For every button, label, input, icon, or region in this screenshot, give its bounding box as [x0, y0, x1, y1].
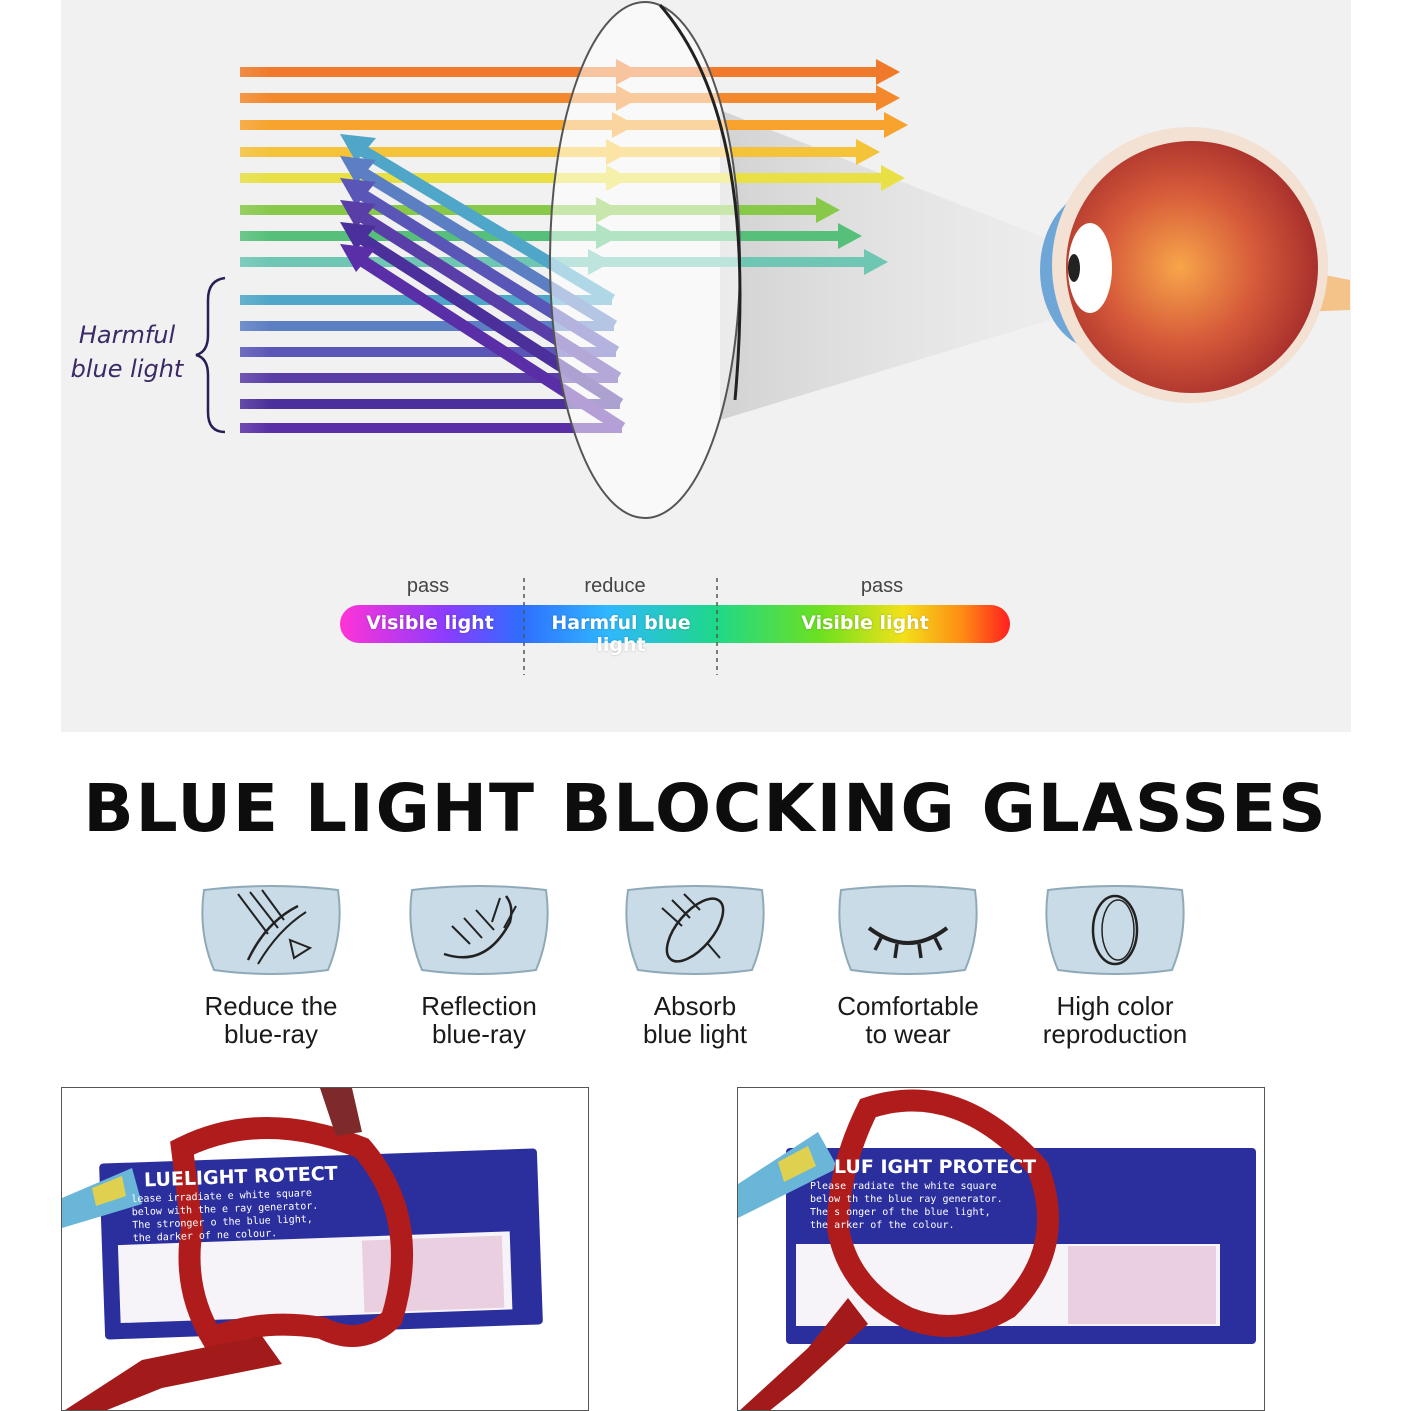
spectrum-label-reduce: reduce [584, 575, 646, 597]
absorb-lens-icon [625, 885, 765, 975]
card-instructions: lease irradiate e white square below wit… [131, 1187, 319, 1245]
feature-high-color-reproduction: High color reproduction [1010, 882, 1220, 1048]
reflection-lens-icon [409, 885, 549, 975]
feature-reduce-blue-ray: Reduce the blue-ray [166, 882, 376, 1048]
harmful-blue-light-label: Harmful blue light [70, 321, 184, 383]
spectrum-visible-light-left: Visible light [366, 612, 494, 634]
feature-absorb-blue-light: Absorb blue light [590, 882, 800, 1048]
closed-eye-icon [838, 885, 978, 975]
product-photo-right: LUF IGHT PROTECT Please radiate the whit… [737, 1087, 1265, 1411]
feature-caption: High color reproduction [1042, 991, 1188, 1049]
product-photo-left: LUELIGHT ROTECT lease irradiate e white … [61, 1087, 589, 1411]
lens-oval-icon [1045, 885, 1185, 975]
feature-caption: Comfortable to wear [837, 991, 979, 1049]
deflect-lens-icon [201, 885, 341, 975]
lens [549, 1, 741, 519]
feature-comfortable-to-wear: Comfortable to wear [803, 882, 1013, 1048]
feature-caption: Absorb blue light [642, 991, 748, 1049]
spectrum-label-pass-left: pass [406, 575, 450, 597]
feature-caption: Reflection blue-ray [421, 991, 537, 1049]
feature-reflection-blue-ray: Reflection blue-ray [374, 882, 584, 1048]
light-cone [720, 110, 1050, 420]
light-ray-diagram [61, 1, 1350, 675]
spectrum-harmful-blue-light: Harmful blue light [551, 612, 691, 656]
spectrum-label-pass-right: pass [860, 575, 904, 597]
feature-caption: Reduce the blue-ray [204, 991, 338, 1049]
eye-icon [1040, 127, 1350, 403]
card-instructions: Please radiate the white square below th… [810, 1181, 1003, 1231]
harmful-brace [195, 276, 226, 434]
page-title: BLUE LIGHT BLOCKING GLASSES [83, 770, 1328, 847]
spectrum-visible-light-right: Visible light [801, 612, 929, 634]
spectrum-bar [340, 605, 1010, 643]
card-title: LUF IGHT PROTECT [834, 1156, 1037, 1178]
